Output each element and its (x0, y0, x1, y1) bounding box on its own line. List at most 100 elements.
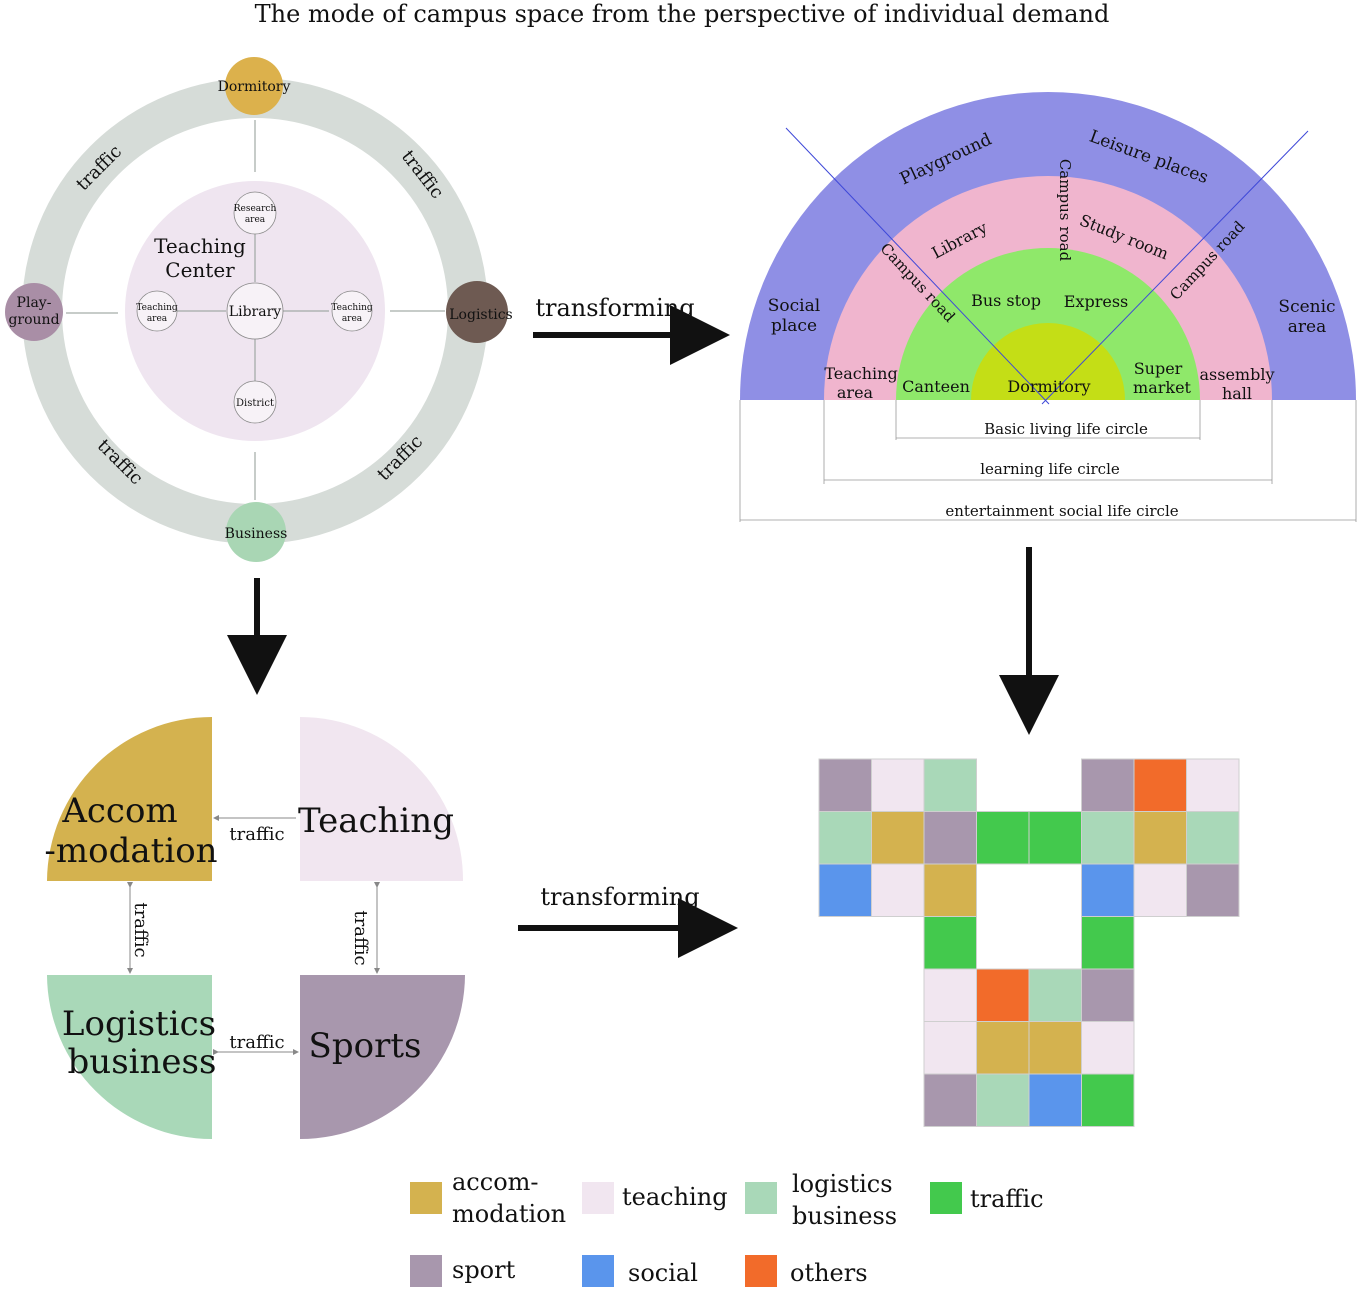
arc-express-label: Express (1064, 292, 1128, 311)
legend-swatch-social (582, 1255, 614, 1287)
legend-swatch-logistics (745, 1182, 777, 1214)
core-arc (971, 323, 1125, 400)
grid-tile-teaching (923, 1021, 977, 1075)
grid-tile-traffic (976, 811, 1030, 865)
dormitory-node (225, 57, 283, 115)
research-area-label-2: area (245, 215, 266, 225)
arc-dimension-lines (739, 400, 1357, 522)
grid-tile-logistics (1186, 811, 1240, 865)
teaching-area-left-label-2: area (147, 314, 168, 324)
grid-tile-logistics (1081, 811, 1135, 865)
arc-teaching-area-label-1: Teaching (824, 364, 897, 383)
teaching-center-title-2: Center (165, 258, 235, 282)
quadrant-traffic-top: traffic (229, 824, 284, 845)
legend-swatch-sport (410, 1255, 442, 1287)
logistics-node (446, 281, 508, 343)
research-area-label-1: Research (234, 204, 277, 214)
grid-tile-accommodation (1133, 811, 1187, 865)
arc-super-label-1: Super (1134, 359, 1183, 378)
grid-tile-sport (1081, 968, 1135, 1022)
grid-tile-sport (923, 1073, 977, 1127)
diagonal-line-left (785, 127, 1050, 405)
arc-assembly-label-2: hall (1222, 384, 1252, 403)
teaching-area-right-circle (331, 290, 373, 332)
grid-tile-traffic (1081, 1073, 1135, 1127)
quadrant-connectors (127, 815, 380, 1055)
diagonal-line-right (1041, 130, 1309, 405)
legend-swatch-accommodation (410, 1182, 442, 1214)
teaching-area-left-label-1: Teaching (136, 303, 178, 313)
logistics-node-label: Logistics (449, 307, 512, 323)
legend-label-logistics-2: business (792, 1202, 897, 1230)
legend: accom- modation teaching logistics busin… (410, 1168, 1044, 1287)
arc-super-label-2: market (1133, 378, 1192, 397)
legend-label-logistics-1: logistics (792, 1170, 893, 1198)
grid-tile-traffic (923, 916, 977, 970)
arc-diagram: Playground Leisure places Social place S… (739, 92, 1357, 522)
sports-quadrant (300, 975, 465, 1139)
teaching-center-title-1: Teaching (154, 234, 246, 258)
function-tile-grid (818, 758, 1240, 1127)
legend-label-teaching: teaching (622, 1183, 728, 1211)
teaching-quadrant (300, 717, 464, 881)
grid-tile-teaching (871, 863, 925, 917)
grid-tile-traffic (1028, 811, 1082, 865)
arc-canteen-label: Canteen (902, 377, 970, 396)
arc-dormitory-label: Dormitory (1007, 377, 1090, 396)
accommodation-quadrant (47, 717, 212, 881)
sports-quadrant-label: Sports (309, 1026, 422, 1066)
grid-tile-teaching (1081, 1021, 1135, 1075)
grid-tile-sport (1186, 863, 1240, 917)
legend-label-accommodation-2: modation (452, 1200, 566, 1228)
entertainment-circle-label: entertainment social life circle (945, 502, 1178, 520)
accommodation-quadrant-label-1: Accom (61, 791, 177, 831)
district-label: District (236, 398, 274, 409)
grid-tile-others (976, 968, 1030, 1022)
legend-label-sport: sport (452, 1256, 516, 1284)
teaching-area-left-circle (136, 290, 178, 332)
playground-node-label-1: Play- (17, 295, 52, 311)
grid-tile-sport (1081, 758, 1135, 812)
research-area-circle (233, 191, 277, 235)
quadrant-traffic-left: traffic (130, 902, 151, 957)
grid-tile-logistics (818, 811, 872, 865)
grid-tile-social (818, 863, 872, 917)
legend-swatch-traffic (930, 1182, 962, 1214)
legend-label-others: others (790, 1259, 868, 1287)
business-node (226, 502, 286, 562)
arc-scenic-label-1: Scenic (1278, 297, 1335, 317)
legend-label-traffic: traffic (970, 1185, 1044, 1213)
basic-circle-label: Basic living life circle (984, 420, 1148, 438)
playground-node-label-2: ground (8, 312, 59, 328)
grid-tile-teaching (871, 758, 925, 812)
arc-social-label-2: place (771, 316, 817, 336)
grid-tile-sport (818, 758, 872, 812)
ring-connectors (66, 120, 445, 500)
grid-tile-teaching (1186, 758, 1240, 812)
grid-tile-teaching (923, 968, 977, 1022)
grid-tile-others (1133, 758, 1187, 812)
library-label: Library (229, 304, 281, 320)
library-circle (226, 282, 284, 340)
accommodation-quadrant-label-2: -modation (44, 831, 217, 871)
grid-tile-accommodation (976, 1021, 1030, 1075)
grid-tile-logistics (923, 758, 977, 812)
arc-teaching-area-label-2: area (837, 383, 874, 402)
dormitory-node-label: Dormitory (218, 79, 291, 95)
arc-scenic-label-2: area (1288, 317, 1326, 337)
grid-tile-social (1028, 1073, 1082, 1127)
district-circle (233, 380, 277, 424)
legend-swatch-teaching (582, 1182, 614, 1214)
logistics-quadrant-label-2: business (68, 1042, 217, 1082)
arc-bus-stop-label: Bus stop (971, 291, 1041, 310)
learning-circle-label: learning life circle (980, 460, 1120, 478)
grid-tile-accommodation (923, 863, 977, 917)
quadrant-diagram: Accom -modation Teaching Logistics busin… (44, 717, 465, 1139)
grid-tile-traffic (1081, 916, 1135, 970)
arc-social-label-1: Social (768, 296, 820, 316)
playground-node (5, 283, 63, 341)
quadrant-traffic-bottom: traffic (229, 1032, 284, 1053)
teaching-area-right-label-1: Teaching (331, 303, 373, 313)
diagram-title: The mode of campus space from the perspe… (255, 0, 1110, 28)
